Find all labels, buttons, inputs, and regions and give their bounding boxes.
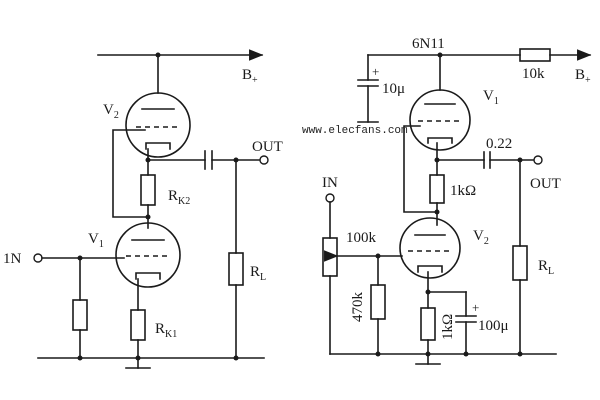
left-output-terminal <box>259 155 269 165</box>
left-rk1-resistor <box>130 309 146 341</box>
right-input-label: IN <box>322 175 338 191</box>
left-tube-v2-envelope <box>125 92 191 158</box>
right-circuit: 6N11 10k B+ + 10μ V1 www.elecfans.com <box>302 36 592 365</box>
left-supply-label: B+ <box>242 67 258 86</box>
right-supply-label: B+ <box>575 67 591 86</box>
right-ground-junction-a <box>375 351 381 357</box>
left-circuit: B+ V2 OUT RK2 <box>3 49 283 369</box>
left-tube-v2-label: V2 <box>103 102 119 121</box>
watermark-text: www.elecfans.com <box>302 125 408 137</box>
left-ground-symbol <box>125 357 151 369</box>
right-ground-junction-c <box>463 351 469 357</box>
right-output-label: OUT <box>530 176 561 192</box>
right-cathode-cap-plus: + <box>472 300 479 315</box>
right-pot-label: 100k <box>346 230 377 246</box>
left-tube-v2-cathode <box>145 142 171 150</box>
right-supply-cap-plus: + <box>372 64 379 79</box>
left-tube-v1-envelope <box>115 222 181 288</box>
right-ground-junction-d <box>517 351 523 357</box>
left-ground-junction-c <box>233 355 239 361</box>
right-grid-resistor-label: 470k <box>350 292 366 323</box>
right-tube-v1 <box>403 89 471 213</box>
left-grid-resistor <box>72 299 88 331</box>
left-tube-v1 <box>115 222 181 288</box>
right-output-terminal <box>533 155 543 165</box>
left-v1-plate-junction <box>145 214 151 220</box>
left-out-junction <box>145 157 151 163</box>
right-tube-type-label: 6N11 <box>412 36 445 52</box>
right-cathode-cap-label: 100μ <box>478 318 509 334</box>
right-grid-resistor <box>370 284 386 320</box>
right-cathode-resistor <box>420 307 436 341</box>
right-rl-resistor <box>512 245 528 281</box>
right-supply-resistor-label: 10k <box>522 66 545 82</box>
left-tube-v1-cathode <box>135 272 161 280</box>
right-tube-v2-envelope <box>399 217 461 279</box>
left-rk2-resistor <box>140 174 156 206</box>
right-mid-resistor <box>429 174 445 204</box>
left-tube-v2-grid-lead <box>112 129 149 218</box>
right-tube-v2-cathode <box>417 265 443 273</box>
left-rk1-label: RK1 <box>155 321 177 340</box>
left-rl-resistor <box>228 252 244 286</box>
left-rk2-label: RK2 <box>168 188 190 207</box>
right-ground-symbol <box>415 353 441 365</box>
left-ground-junction-a <box>77 355 83 361</box>
right-volume-pot <box>322 237 338 277</box>
left-rl-label: RL <box>250 264 266 283</box>
right-mid-resistor-label: 1kΩ <box>450 183 476 199</box>
right-tube-v1-cathode <box>427 137 453 144</box>
right-tube-v1-envelope <box>409 89 471 151</box>
left-output-label: OUT <box>252 139 283 155</box>
left-tube-v2 <box>112 92 191 218</box>
right-cathode-resistor-label: 1kΩ <box>440 314 456 340</box>
right-tube-v2-label: V2 <box>473 228 489 247</box>
right-tube-v2 <box>399 217 461 279</box>
right-out-junction <box>434 157 440 163</box>
right-rl-label: RL <box>538 258 554 277</box>
right-supply-resistor <box>519 48 551 62</box>
left-input-terminal <box>33 253 43 263</box>
right-input-terminal <box>325 193 335 203</box>
right-coupling-cap-label: 0.22 <box>486 136 512 152</box>
right-v2-plate-junction <box>434 209 440 215</box>
left-input-label: 1N <box>3 251 22 267</box>
left-tube-v1-label: V1 <box>88 231 104 250</box>
right-supply-cap-label: 10μ <box>382 81 405 97</box>
right-tube-v1-label: V1 <box>483 88 499 107</box>
right-tube-v1-grid-lead <box>403 125 438 213</box>
